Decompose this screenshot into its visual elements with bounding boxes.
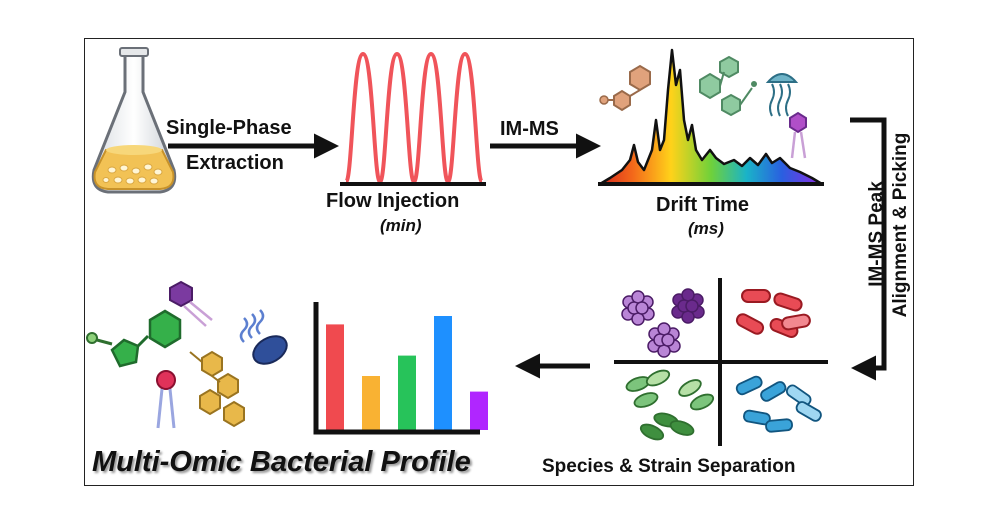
flow-injection-peaks [344,51,484,184]
injection-peak [412,51,450,184]
peak-alignment-arrow [850,117,887,381]
separation-label: Species & Strain Separation [542,456,796,477]
molecule-icons-bottom [86,280,288,429]
profile-bar [434,316,452,430]
profile-title: Multi-Omic Bacterial Profile [92,446,471,478]
molecule-icons-top [599,55,807,159]
injection-peak [378,51,416,184]
species-separation-quadrants [614,278,828,446]
bar-chart-axes [313,302,480,435]
coccus-cell [657,322,671,336]
extraction-label-line1: Single-Phase [166,117,292,139]
coccus-cell [635,301,649,315]
profile-bar [398,355,416,430]
coccus-cell [685,299,699,313]
coccus-cell [631,312,645,326]
drift-time-label: Drift Time [656,194,749,216]
extraction-label-line2: Extraction [186,152,284,174]
injection-peak [344,51,382,184]
peak-alignment-label-line1: IM-MS Peak [866,181,887,287]
figure-frame [84,38,914,486]
profile-bar-chart [326,316,488,430]
coccus-cell [681,310,695,324]
coccus-cell [657,344,671,358]
drift-time-unit: (ms) [688,219,724,238]
coccus-cell [661,333,675,347]
profile-bar [470,391,488,430]
flow-injection-unit: (min) [380,216,422,235]
im-ms-label: IM-MS [500,118,559,140]
profile-bar [326,324,344,430]
profile-bar [362,376,380,430]
drift-time-spectrum [598,48,824,186]
coccus-cell [681,288,695,302]
coccus-cell [631,290,645,304]
flow-injection-label: Flow Injection [326,190,460,212]
flask-icon [91,47,177,194]
injection-peak [446,51,484,184]
peak-alignment-label-line2: Alignment & Picking [890,132,911,318]
